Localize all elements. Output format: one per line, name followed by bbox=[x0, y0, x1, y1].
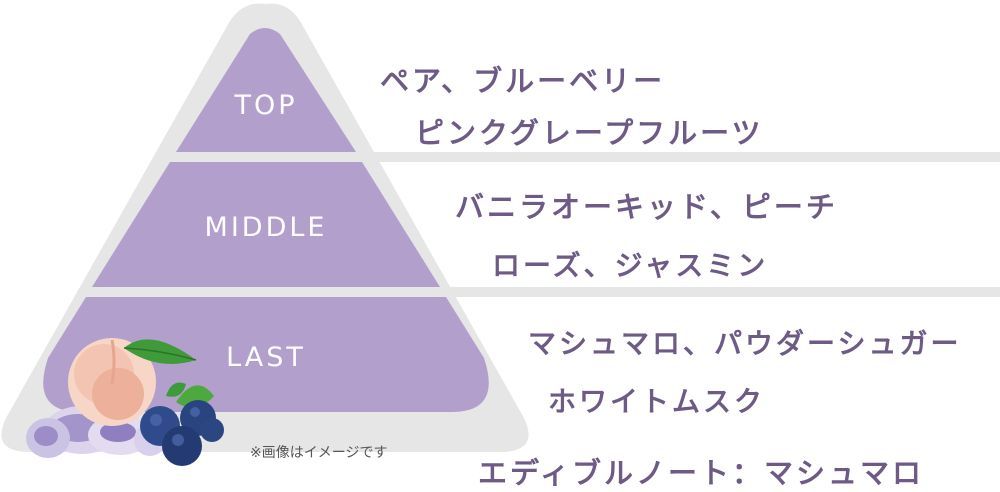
tier-label-last: LAST bbox=[226, 342, 306, 373]
tier-label-top: TOP bbox=[234, 90, 298, 121]
leaf-icon bbox=[123, 339, 214, 408]
edible-note: エディブルノート：マシュマロ bbox=[478, 456, 924, 490]
pyramid-tier-middle bbox=[92, 162, 440, 287]
middle-note-line-1: バニラオーキッド、ピーチ bbox=[455, 190, 838, 224]
top-note-line-2: ピンクグレープフルーツ bbox=[415, 116, 764, 150]
divider-line-top bbox=[300, 152, 1000, 162]
divider-line-middle bbox=[300, 287, 1000, 297]
top-note-line-1: ペア、ブルーベリー bbox=[380, 64, 666, 98]
image-disclaimer: ※画像はイメージです bbox=[250, 445, 388, 461]
pyramid-tier-top bbox=[176, 28, 356, 152]
middle-note-line-2: ローズ、ジャスミン bbox=[492, 249, 769, 282]
blueberry-icon bbox=[140, 400, 224, 466]
last-note-line-1: マシュマロ、パウダーシュガー bbox=[528, 327, 962, 360]
tier-label-middle: MIDDLE bbox=[204, 212, 328, 243]
last-note-line-2: ホワイトムスク bbox=[548, 385, 766, 418]
peach-icon bbox=[68, 338, 156, 426]
